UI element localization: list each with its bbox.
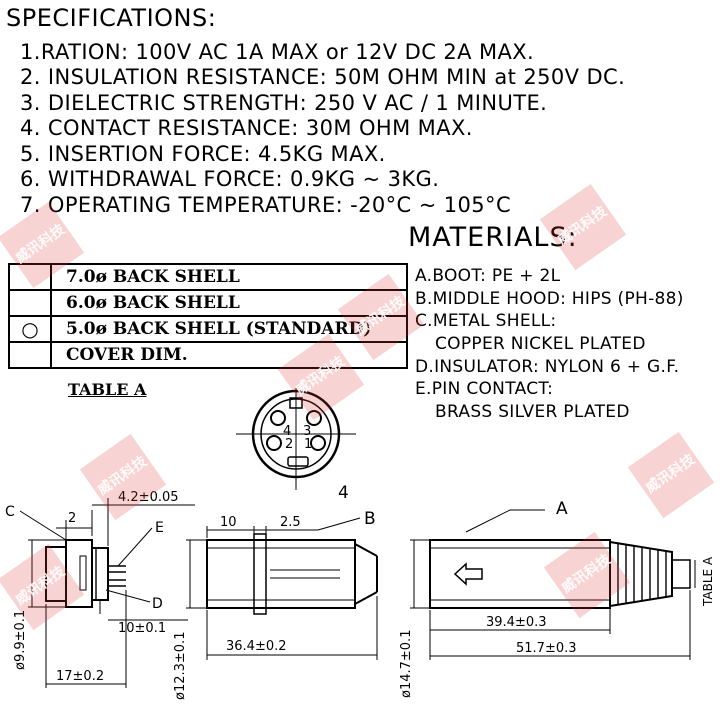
table-mark-standard: ○ xyxy=(8,315,52,343)
dim-9-9: ø9.9±0.1 xyxy=(13,610,28,670)
table-mark xyxy=(8,289,52,317)
label-c: C xyxy=(5,504,15,520)
dim-4-2: 4.2±0.05 xyxy=(118,490,179,505)
table-row: 6.0ø BACK SHELL xyxy=(8,289,408,317)
pin-view-caption: 4 xyxy=(338,483,349,503)
label-a: A xyxy=(556,499,568,519)
dim-17: 17±0.2 xyxy=(56,669,104,684)
side-view-middle: B 10 2.5 36.4±0.2 ø12.3±0.1 xyxy=(173,509,378,700)
table-row: ○ 5.0ø BACK SHELL (STANDARD) xyxy=(8,315,408,343)
material-boot: A.BOOT: PE + 2L xyxy=(415,266,561,286)
table-label: 5.0ø BACK SHELL (STANDARD) xyxy=(50,315,408,343)
pin-2-label: 2 xyxy=(285,437,293,452)
table-a: 7.0ø BACK SHELL 6.0ø BACK SHELL ○ 5.0ø B… xyxy=(8,263,408,369)
label-b: B xyxy=(364,509,376,529)
dim-39-4: 39.4±0.3 xyxy=(486,615,547,630)
dim-12-3: ø12.3±0.1 xyxy=(173,632,188,700)
material-insulator: D.INSULATOR: NYLON 6 + G.F. xyxy=(415,357,680,377)
material-pin-contact: E.PIN CONTACT: xyxy=(415,379,554,399)
pin-3-label: 3 xyxy=(303,424,311,439)
material-middle-hood: B.MIDDLE HOOD: HIPS (PH-88) xyxy=(415,289,684,309)
table-row: 7.0ø BACK SHELL xyxy=(8,263,408,291)
label-e: E xyxy=(155,520,164,536)
pin-4-label: 4 xyxy=(283,424,291,439)
materials-title: MATERIALS: xyxy=(408,222,578,253)
label-d: D xyxy=(152,596,163,612)
spec-item-2: 2. INSULATION RESISTANCE: 50M OHM MIN at… xyxy=(20,65,626,89)
spec-item-5: 5. INSERTION FORCE: 4.5KG MAX. xyxy=(20,142,386,166)
spec-item-6: 6. WITHDRAWAL FORCE: 0.9KG ~ 3KG. xyxy=(20,167,440,191)
dim-2: 2 xyxy=(68,511,76,526)
side-view-right: A 39.4±0.3 51.7±0.3 ø14.7±0.1 TABLE A xyxy=(399,499,715,698)
material-pin-contact-finish: BRASS SILVER PLATED xyxy=(435,402,630,422)
table-mark xyxy=(8,263,52,291)
table-a-ref: TABLE A xyxy=(701,556,715,607)
table-mark xyxy=(8,341,52,369)
table-label: COVER DIM. xyxy=(50,341,408,369)
spec-item-7: 7. OPERATING TEMPERATURE: -20°C ~ 105°C xyxy=(20,193,512,217)
spec-item-3: 3. DIELECTRIC STRENGTH: 250 V AC / 1 MIN… xyxy=(20,91,548,115)
table-row: COVER DIM. xyxy=(8,341,408,369)
spec-item-1: 1.RATION: 100V AC 1A MAX or 12V DC 2A MA… xyxy=(20,40,535,64)
pin-layout-view: 4 3 2 1 4 xyxy=(236,388,356,503)
pin-1-label: 1 xyxy=(304,437,312,452)
dim-14-7: ø14.7±0.1 xyxy=(399,630,414,698)
dim-51-7: 51.7±0.3 xyxy=(516,641,577,656)
specifications-title: SPECIFICATIONS: xyxy=(6,4,217,32)
table-label: 6.0ø BACK SHELL xyxy=(50,289,408,317)
table-a-caption: TABLE A xyxy=(68,380,147,399)
dim-10: 10±0.1 xyxy=(118,621,166,636)
material-metal-shell-finish: COPPER NICKEL PLATED xyxy=(435,334,646,354)
spec-item-4: 4. CONTACT RESISTANCE: 30M OHM MAX. xyxy=(20,116,473,140)
dim-10-mid: 10 xyxy=(220,515,237,530)
material-metal-shell: C.METAL SHELL: xyxy=(415,311,557,331)
dim-36-4: 36.4±0.2 xyxy=(226,639,287,654)
table-label: 7.0ø BACK SHELL xyxy=(50,263,408,291)
side-view-left: C E D 2 4.2±0.05 10±0.1 17±0.2 ø9.9±0.1 xyxy=(5,490,195,688)
dim-2-5: 2.5 xyxy=(280,515,301,530)
